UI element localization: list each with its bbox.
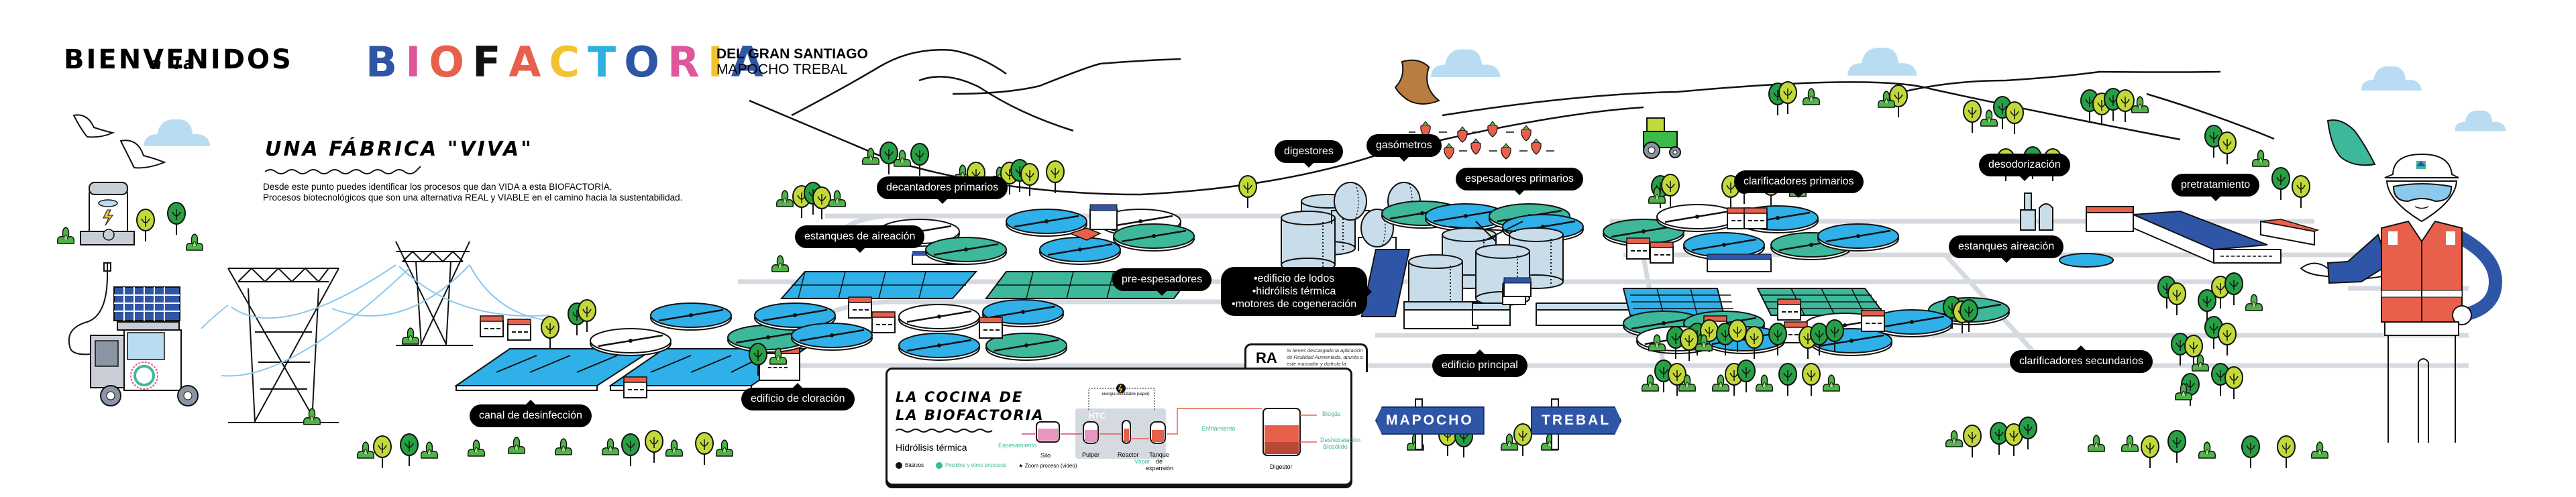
- step-6-label: Espesamiento: [998, 442, 1037, 449]
- legend-zoom: ★ Zoom proceso (video): [1018, 463, 1077, 469]
- sign-mapocho[interactable]: MAPOCHO: [1375, 406, 1485, 435]
- brand-letter: I: [707, 38, 731, 87]
- energy-icon: [1116, 384, 1126, 393]
- label-desodorizacion[interactable]: desodorización: [1979, 154, 2070, 181]
- brand-letter: O: [624, 38, 667, 87]
- power-tower-icon: [227, 241, 473, 423]
- label-pretratamiento[interactable]: pretratamiento: [2171, 174, 2260, 201]
- brand-subtitle-line1: DEL GRAN SANTIAGO: [716, 46, 868, 62]
- label-espesadores-primarios[interactable]: espesadores primarios: [1456, 168, 1583, 195]
- label-digestores[interactable]: digestores: [1275, 140, 1343, 168]
- energy-label: energía reutilizable (vapor): [1102, 392, 1150, 396]
- step-2-label: Pulper: [1082, 451, 1100, 458]
- brand-letter: F: [472, 38, 509, 87]
- cocina-panel: LA COCINA DE LA BIOFACTORIA Hidrólisis t…: [885, 368, 1361, 486]
- brand-letter: B: [366, 38, 406, 87]
- star-icon: ★: [1018, 462, 1024, 469]
- label-lodos-line2: •hidrólisis térmica: [1252, 286, 1336, 297]
- brand-letter: O: [429, 38, 473, 87]
- solar-vehicle-icon: [68, 262, 199, 406]
- legend-zoom-label: Zoom proceso (video): [1024, 462, 1077, 469]
- label-decantadores-primarios[interactable]: decantadores primarios: [877, 176, 1008, 204]
- brand-letter: C: [549, 38, 588, 87]
- wavy-underline: [265, 166, 421, 174]
- brand-letter: A: [731, 38, 771, 87]
- step-7-label: Vapor: [1134, 458, 1150, 465]
- power-lines: [201, 264, 551, 377]
- intro-line-1: Desde este punto puedes identificar los …: [263, 182, 612, 192]
- welcome-connector: a la: [150, 54, 199, 73]
- brand-letter: I: [405, 38, 429, 87]
- label-edificio-cloracion[interactable]: edificio de cloración: [741, 383, 855, 410]
- intro-description: Desde este punto puedes identificar los …: [263, 182, 682, 203]
- tractor-icon: [1643, 117, 1681, 159]
- intro-line-2: Procesos biotecnológicos que son una alt…: [263, 192, 683, 203]
- step-3-label: Reactor: [1118, 451, 1139, 458]
- engineer-character: [2300, 153, 2503, 443]
- cocina-title-line1: LA COCINA DE: [896, 389, 1024, 405]
- htc-process-diagram: [1022, 384, 1317, 459]
- cocina-title: LA COCINA DE LA BIOFACTORIA: [896, 388, 1044, 425]
- label-gasometros[interactable]: gasómetros: [1366, 134, 1442, 162]
- sign-trebal[interactable]: TREBAL: [1531, 406, 1621, 435]
- intro-title: UNA FÁBRICA "VIVA": [265, 137, 533, 161]
- htc-label: HTC: [1089, 411, 1106, 421]
- step-8-label: Enfriamiento: [1201, 425, 1236, 432]
- legend-basicos: Básicos: [896, 462, 924, 469]
- brand-letter: A: [508, 38, 549, 87]
- step-4-label: Tanque de expansión: [1146, 451, 1174, 472]
- step-5-label: Digestor: [1270, 463, 1293, 470]
- brand-subtitle: DEL GRAN SANTIAGO MAPOCHO TREBAL: [716, 46, 868, 77]
- label-canal-desinfeccion[interactable]: canal de desinfección: [470, 400, 592, 427]
- label-lodos-line1: •edificio de lodos: [1253, 273, 1335, 284]
- cocina-title-line2: LA BIOFACTORIA: [896, 407, 1044, 423]
- charging-station-icon: [80, 181, 135, 245]
- legend-posibles: Posibles y otros procesos: [936, 462, 1006, 469]
- label-clarificadores-primarios[interactable]: clarificadores primarios: [1734, 170, 1864, 198]
- label-lodos-line3: •motores de cogeneración: [1232, 298, 1357, 310]
- step-1-label: Silo: [1040, 452, 1051, 459]
- teal-dot-icon: [936, 462, 943, 469]
- label-pre-espesadores[interactable]: pre-espesadores: [1112, 268, 1212, 296]
- odor-control-unit: [2020, 192, 2134, 232]
- label-edificio-principal[interactable]: edificio principal: [1432, 349, 1527, 377]
- welcome-title: BIENVENIDOS: [64, 44, 293, 75]
- label-edificio-lodos[interactable]: •edificio de lodos •hidrólisis térmica •…: [1221, 267, 1373, 316]
- cocina-subtitle: Hidrólisis térmica: [896, 442, 967, 453]
- label-estanques-aireacion-left[interactable]: estanques de aireación: [795, 225, 925, 253]
- brand-subtitle-line2: MAPOCHO TREBAL: [716, 62, 848, 77]
- black-dot-icon: [896, 462, 902, 469]
- legend-posibles-label: Posibles y otros procesos: [945, 462, 1007, 469]
- step-10-label: Deshidratación Biosólido: [1320, 437, 1361, 450]
- label-clarificadores-secundarios[interactable]: clarificadores secundarios: [2010, 345, 2153, 373]
- cocina-legend: Básicos Posibles y otros procesos ★ Zoom…: [896, 462, 1077, 469]
- step-9-label: Biogás: [1322, 410, 1341, 417]
- label-estanques-aireacion-right[interactable]: estanques aireación: [1949, 235, 2064, 263]
- legend-basicos-label: Básicos: [905, 462, 924, 469]
- cocina-underline: [896, 429, 993, 433]
- brand-letter: R: [667, 38, 708, 87]
- brand-letter: T: [587, 38, 625, 87]
- ra-icon: RA: [1256, 349, 1277, 366]
- bird-icon: [72, 59, 2376, 169]
- pretreatment-building: [2133, 210, 2320, 264]
